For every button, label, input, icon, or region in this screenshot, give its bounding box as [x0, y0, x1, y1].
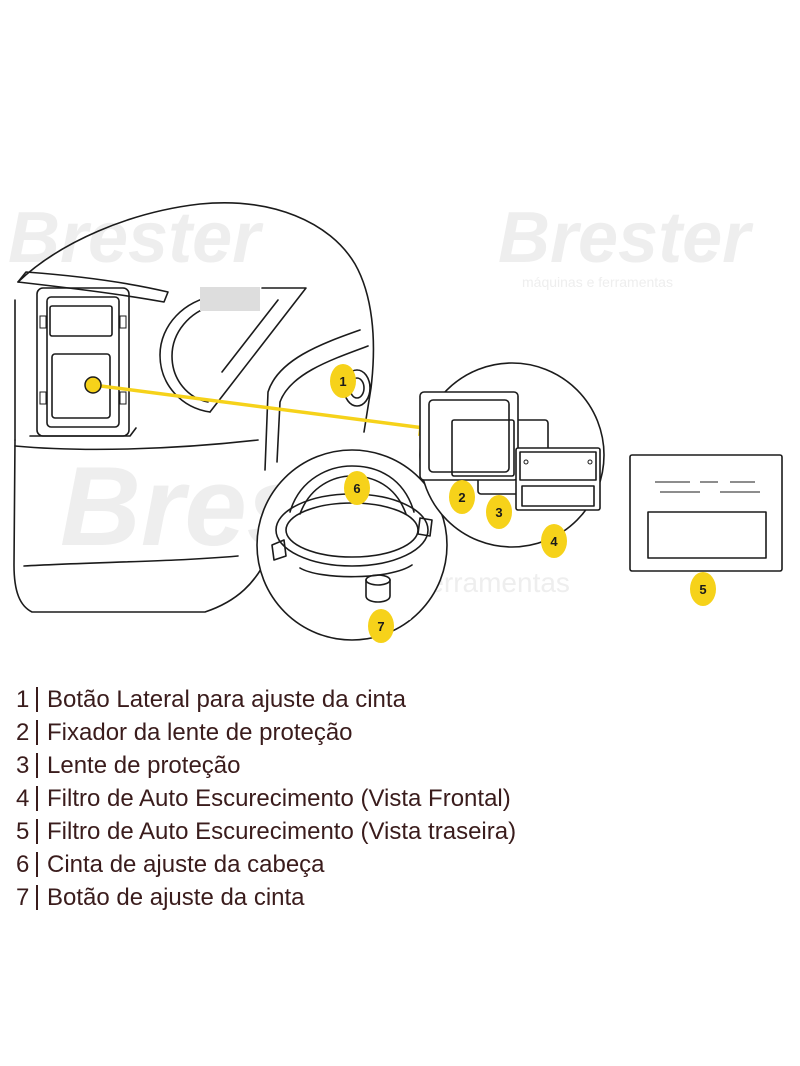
legend-number: 5 — [16, 818, 30, 845]
callout-6: 6 — [344, 471, 370, 505]
helmet-blurred-label — [200, 287, 260, 311]
legend-separator — [36, 687, 38, 712]
legend-item: 6 Cinta de ajuste da cabeça — [16, 848, 786, 881]
callout-2: 2 — [449, 480, 475, 514]
helmet-rear-rim-inner — [276, 345, 369, 463]
helmet-chin-band — [14, 439, 259, 451]
legend-separator — [36, 753, 38, 778]
detail-join — [350, 520, 434, 620]
legend-item: 5 Filtro de Auto Escurecimento (Vista tra… — [16, 815, 786, 848]
helmet-window-tab — [119, 391, 127, 405]
headband-adjust-knob — [365, 574, 391, 603]
helmet-window-top — [49, 305, 113, 337]
legend-number: 1 — [16, 686, 30, 713]
callout-7: 7 — [368, 609, 394, 643]
legend-item: 4 Filtro de Auto Escurecimento (Vista Fro… — [16, 782, 786, 815]
legend-item: 3 Lente de proteção — [16, 749, 786, 782]
legend-text: Botão de ajuste da cinta — [47, 884, 305, 911]
auto-darkening-filter-back — [629, 454, 783, 572]
helmet-side-panel-inner — [221, 299, 279, 373]
callout-5: 5 — [690, 572, 716, 606]
svg-text:6: 6 — [353, 481, 360, 496]
watermark-brand-left: Brester — [8, 198, 264, 278]
welding-helmet — [13, 202, 375, 613]
legend-text: Cinta de ajuste da cabeça — [47, 851, 325, 878]
legend-text: Lente de proteção — [47, 752, 241, 779]
legend-number: 2 — [16, 719, 30, 746]
helmet-rear-rim — [264, 329, 361, 471]
lens-retainer — [419, 391, 519, 481]
auto-darkening-filter-front — [515, 447, 601, 511]
helmet-shell — [17, 202, 375, 433]
parts-legend: 1 Botão Lateral para ajuste da cinta 2 Fix… — [16, 683, 786, 914]
helmet-window-inner — [46, 296, 120, 428]
helmet-side-emblem-inner — [171, 305, 213, 403]
svg-text:1: 1 — [339, 374, 346, 389]
legend-item: 2 Fixador da lente de proteção — [16, 716, 786, 749]
pointer-dot — [84, 376, 102, 394]
pointer-line — [84, 376, 436, 436]
helmet-window-tab — [119, 315, 127, 329]
legend-item: 7 Botão de ajuste da cinta — [16, 881, 786, 914]
watermark-tagline-right: máquinas e ferramentas — [522, 274, 673, 290]
legend-text: Filtro de Auto Escurecimento (Vista tras… — [47, 818, 517, 845]
callout-1: 1 — [330, 364, 356, 398]
legend-number: 3 — [16, 752, 30, 779]
legend-number: 7 — [16, 884, 30, 911]
legend-separator — [36, 819, 38, 844]
svg-text:4: 4 — [550, 534, 558, 549]
watermark-brand-right: Brester — [498, 198, 754, 278]
legend-number: 4 — [16, 785, 30, 812]
legend-separator — [36, 786, 38, 811]
helmet-chin-lip — [23, 555, 239, 567]
callout-3: 3 — [486, 495, 512, 529]
svg-text:7: 7 — [377, 619, 384, 634]
helmet-window-sill — [29, 427, 137, 437]
legend-text: Botão Lateral para ajuste da cinta — [47, 686, 406, 713]
callout-4: 4 — [541, 524, 567, 558]
helmet-side-emblem — [159, 295, 216, 413]
helmet-parts-diagram: Brester Brester máquinas e ferramentas B… — [8, 198, 783, 643]
helmet-window-tab — [39, 315, 47, 329]
svg-text:5: 5 — [699, 582, 706, 597]
helmet-window-tab — [39, 391, 47, 405]
legend-text: Fixador da lente de proteção — [47, 719, 353, 746]
helmet-chin — [13, 439, 269, 613]
svg-text:3: 3 — [495, 505, 502, 520]
legend-item: 1 Botão Lateral para ajuste da cinta — [16, 683, 786, 716]
legend-number: 6 — [16, 851, 30, 878]
helmet-side-panel — [209, 287, 307, 413]
legend-text: Filtro de Auto Escurecimento (Vista Fron… — [47, 785, 511, 812]
svg-text:2: 2 — [458, 490, 465, 505]
legend-separator — [36, 720, 38, 745]
legend-separator — [36, 852, 38, 877]
legend-separator — [36, 885, 38, 910]
